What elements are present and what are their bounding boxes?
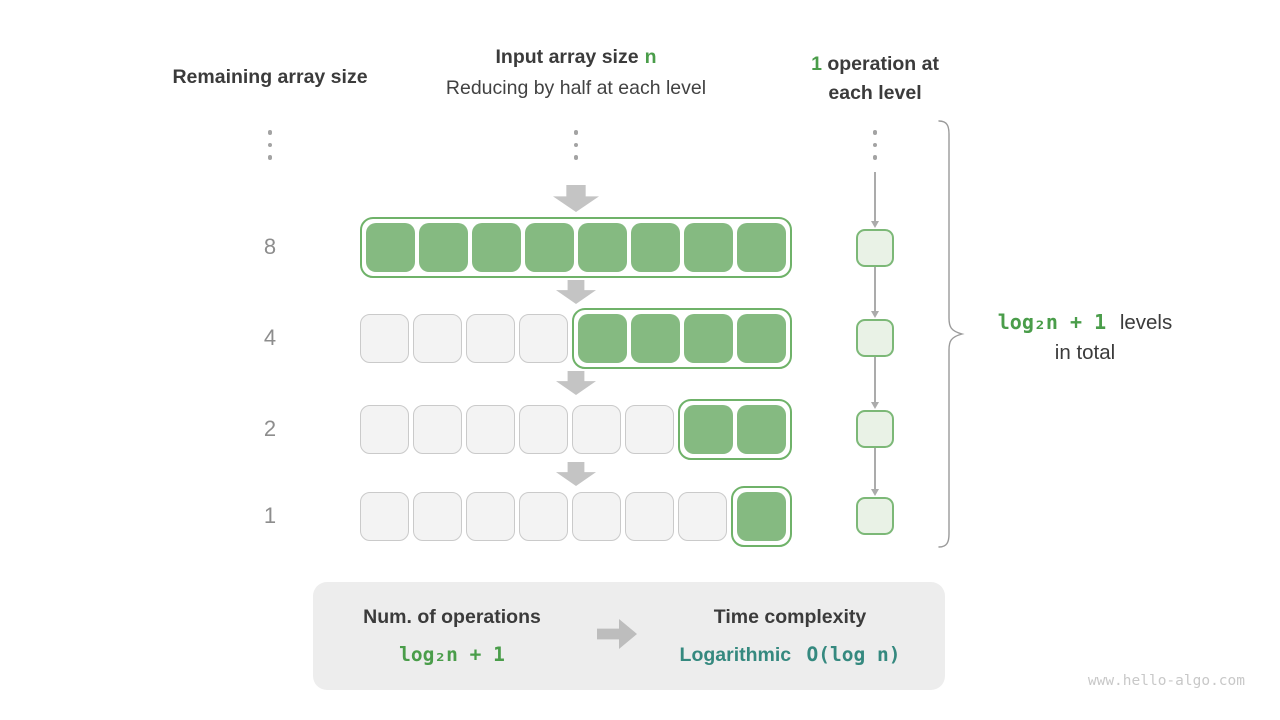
array-cell-discarded [678, 492, 727, 541]
big-o-formula: O(log n) [806, 643, 901, 666]
arrowhead-down-icon [870, 402, 879, 409]
left-ellipsis-icon [267, 130, 273, 168]
array-cell-discarded [466, 492, 515, 541]
array-cell-discarded [413, 492, 462, 541]
array-cell-discarded [466, 314, 515, 363]
num-operations-block: Num. of operations log₂n + 1 [330, 606, 574, 666]
array-cell-active [525, 223, 574, 272]
array-cell-discarded [360, 405, 409, 454]
in-total-text: in total [1054, 341, 1116, 364]
logarithmic-text: Logarithmic [679, 644, 792, 666]
array-cell-active [578, 223, 627, 272]
active-subarray-outline [360, 217, 792, 278]
array-cell-discarded [519, 314, 568, 363]
center-ellipsis-icon [573, 130, 579, 168]
array-cell-discarded [466, 405, 515, 454]
array-cell-discarded [572, 405, 621, 454]
array-cell-active [366, 223, 415, 272]
active-subarray-outline [678, 399, 792, 460]
operation-at-text: operation at [827, 53, 939, 75]
input-array-n-accent: n [644, 46, 657, 68]
down-arrow-icon [553, 185, 599, 212]
array-cell-active [419, 223, 468, 272]
time-complexity-title: Time complexity [713, 606, 867, 628]
array-cell-discarded [413, 405, 462, 454]
operation-cell [856, 229, 894, 267]
array-row-4 [360, 308, 792, 369]
right-ellipsis-icon [872, 130, 878, 168]
num-operations-formula: log₂n + 1 [399, 643, 505, 666]
operation-connector-line [874, 267, 876, 312]
array-cell-active [631, 223, 680, 272]
row-size-label: 8 [263, 234, 277, 259]
operation-connector-line [874, 357, 876, 403]
operation-cell [856, 319, 894, 357]
remaining-array-size-header: Remaining array size [172, 66, 368, 88]
array-cell-discarded [519, 405, 568, 454]
active-subarray-outline [731, 486, 792, 547]
array-row-8 [360, 217, 792, 278]
array-cell-discarded [413, 314, 462, 363]
levels-text: levels [1119, 311, 1173, 334]
input-array-header-text: Input array size [495, 46, 639, 68]
log2n-plus1-formula: log₂n + 1 [997, 310, 1107, 334]
brace-icon [938, 120, 965, 548]
array-cell-active [684, 314, 733, 363]
array-row-1 [360, 486, 792, 547]
down-arrow-icon [556, 280, 596, 304]
array-cell-active [684, 405, 733, 454]
num-operations-title: Num. of operations [363, 606, 541, 628]
row-size-label: 4 [263, 325, 277, 350]
array-cell-discarded [625, 492, 674, 541]
operation-connector-line [874, 172, 876, 222]
right-arrow-icon [597, 619, 637, 649]
operation-cell [856, 410, 894, 448]
arrowhead-down-icon [870, 221, 879, 228]
arrowhead-down-icon [870, 311, 879, 318]
array-cell-active [631, 314, 680, 363]
levels-total-label: log₂n + 1 levels in total [978, 307, 1192, 368]
array-cell-discarded [572, 492, 621, 541]
array-cell-discarded [360, 492, 409, 541]
reducing-subtitle: Reducing by half at each level [445, 77, 707, 99]
operation-connector-line [874, 448, 876, 490]
watermark: www.hello-algo.com [1087, 673, 1245, 689]
array-cell-active [684, 223, 733, 272]
active-subarray-outline [572, 308, 792, 369]
row-size-label: 1 [263, 503, 277, 528]
array-cell-discarded [625, 405, 674, 454]
array-cell-active [737, 314, 786, 363]
operation-cell [856, 497, 894, 535]
one-operation-header: 1 operation at each level [775, 50, 975, 108]
array-cell-active [737, 492, 786, 541]
down-arrow-icon [556, 462, 596, 486]
time-complexity-block: Time complexity Logarithmic O(log n) [640, 606, 940, 667]
array-cell-active [737, 223, 786, 272]
one-accent: 1 [811, 53, 822, 75]
array-row-2 [360, 399, 792, 460]
array-cell-active [737, 405, 786, 454]
array-cell-discarded [519, 492, 568, 541]
array-cell-active [578, 314, 627, 363]
down-arrow-icon [556, 371, 596, 395]
summary-box: Num. of operations log₂n + 1 Time comple… [313, 582, 945, 690]
array-cell-active [472, 223, 521, 272]
row-size-label: 2 [263, 416, 277, 441]
array-cell-discarded [360, 314, 409, 363]
each-level-text: each level [828, 82, 922, 104]
arrowhead-down-icon [870, 489, 879, 496]
